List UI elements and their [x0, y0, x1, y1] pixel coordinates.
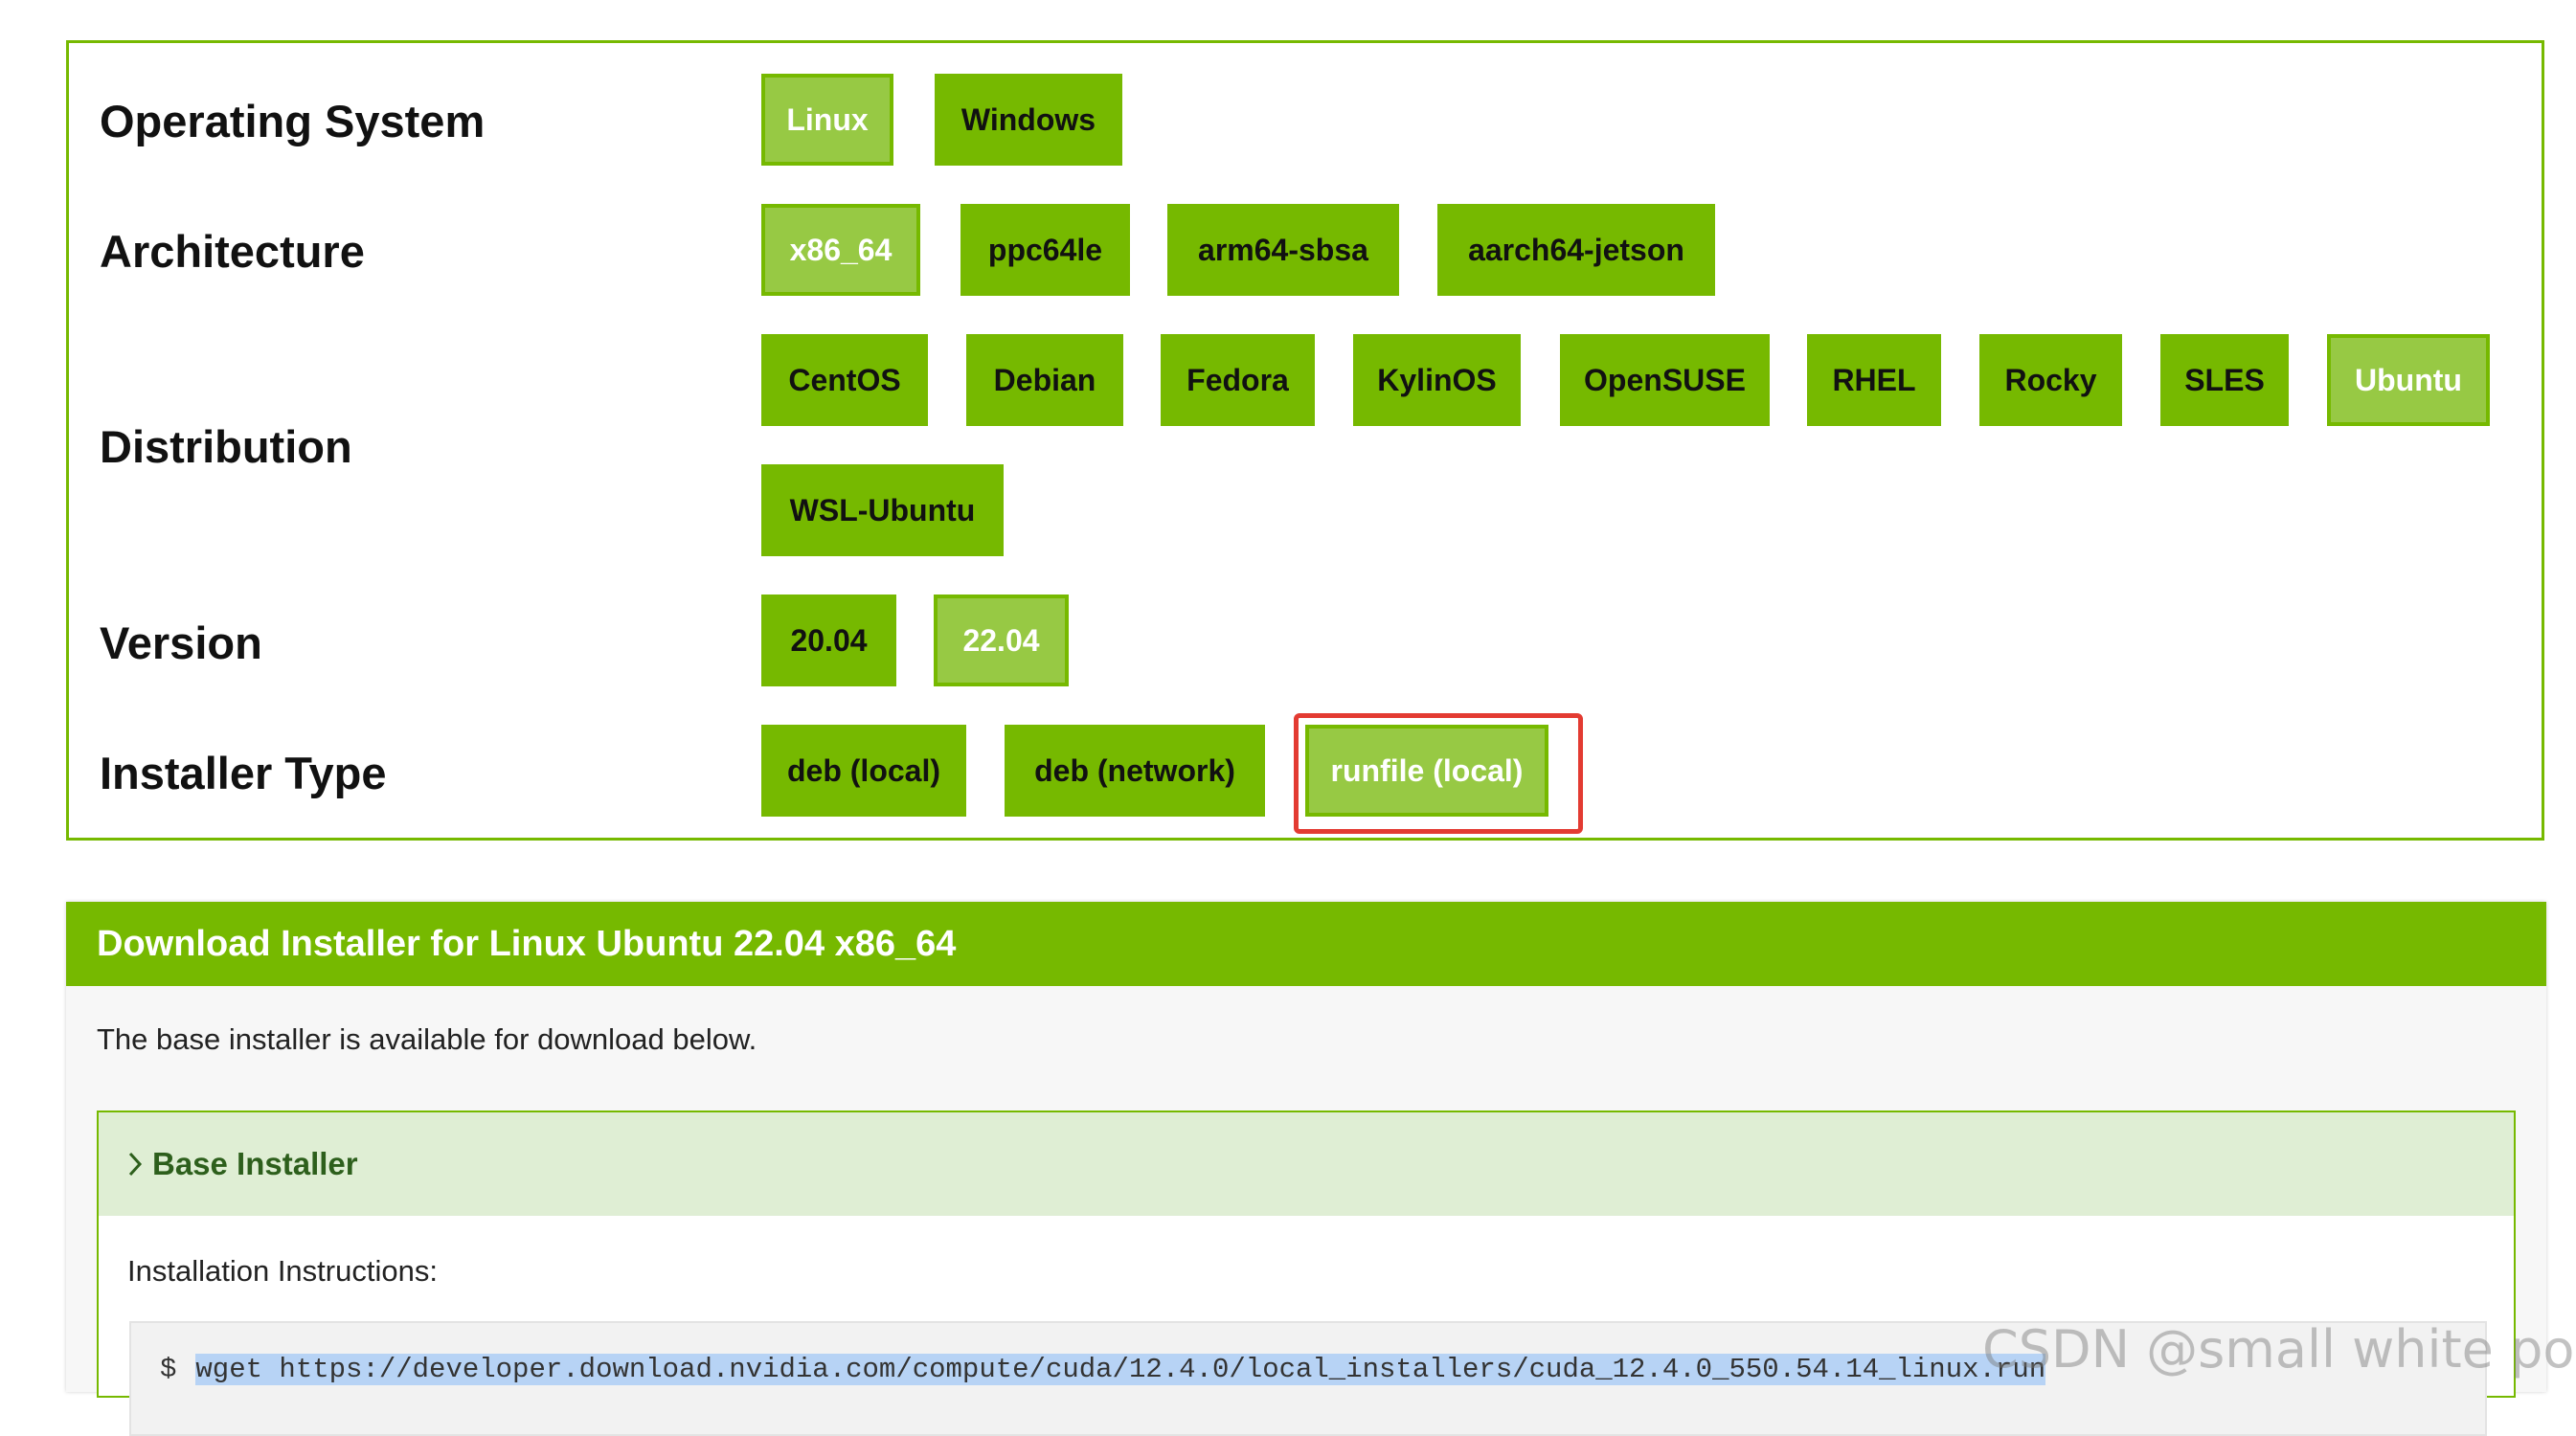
option-distro-opensuse[interactable]: OpenSUSE — [1560, 334, 1770, 426]
wget-command[interactable]: wget https://developer.download.nvidia.c… — [195, 1354, 2046, 1385]
option-version-2204[interactable]: 22.04 — [934, 595, 1069, 686]
option-installer-deb-network[interactable]: deb (network) — [1005, 725, 1265, 817]
option-distro-debian[interactable]: Debian — [966, 334, 1123, 426]
option-os-windows[interactable]: Windows — [935, 74, 1122, 166]
option-distro-wsl-ubuntu[interactable]: WSL-Ubuntu — [761, 464, 1004, 556]
installer-selector-panel: Operating System Linux Windows Architect… — [66, 40, 2544, 841]
code-block[interactable]: $ wget https://developer.download.nvidia.… — [129, 1321, 2487, 1436]
label-version: Version — [100, 617, 262, 668]
download-description: The base installer is available for down… — [97, 1022, 757, 1056]
option-distro-fedora[interactable]: Fedora — [1161, 334, 1315, 426]
option-distro-kylinos[interactable]: KylinOS — [1353, 334, 1521, 426]
option-distro-centos[interactable]: CentOS — [761, 334, 928, 426]
chevron-right-icon — [128, 1152, 143, 1177]
option-version-2004[interactable]: 20.04 — [761, 595, 896, 686]
option-distro-ubuntu[interactable]: Ubuntu — [2327, 334, 2490, 426]
option-installer-deb-local[interactable]: deb (local) — [761, 725, 966, 817]
option-distro-sles[interactable]: SLES — [2160, 334, 2289, 426]
code-line: $ wget https://developer.download.nvidia.… — [160, 1354, 2046, 1385]
option-installer-runfile-local[interactable]: runfile (local) — [1305, 725, 1548, 817]
label-architecture: Architecture — [100, 226, 365, 277]
option-arch-aarch64-jetson[interactable]: aarch64-jetson — [1437, 204, 1715, 296]
base-installer-panel: Base Installer Installation Instructions… — [97, 1111, 2516, 1436]
option-os-linux[interactable]: Linux — [761, 74, 893, 166]
option-distro-rocky[interactable]: Rocky — [1979, 334, 2122, 426]
installation-instructions-label: Installation Instructions: — [127, 1254, 438, 1288]
label-installer-type: Installer Type — [100, 748, 387, 798]
download-installer-header: Download Installer for Linux Ubuntu 22.0… — [66, 902, 2546, 986]
shell-prompt: $ — [160, 1354, 177, 1385]
option-arch-arm64-sbsa[interactable]: arm64-sbsa — [1167, 204, 1399, 296]
label-operating-system: Operating System — [100, 96, 486, 146]
base-installer-toggle[interactable]: Base Installer — [99, 1112, 2514, 1216]
option-arch-ppc64le[interactable]: ppc64le — [960, 204, 1130, 296]
option-distro-rhel[interactable]: RHEL — [1807, 334, 1941, 426]
base-installer-title: Base Installer — [152, 1146, 358, 1181]
option-arch-x86_64[interactable]: x86_64 — [761, 204, 920, 296]
label-distribution: Distribution — [100, 421, 352, 472]
download-installer-section: Download Installer for Linux Ubuntu 22.0… — [66, 902, 2546, 1436]
